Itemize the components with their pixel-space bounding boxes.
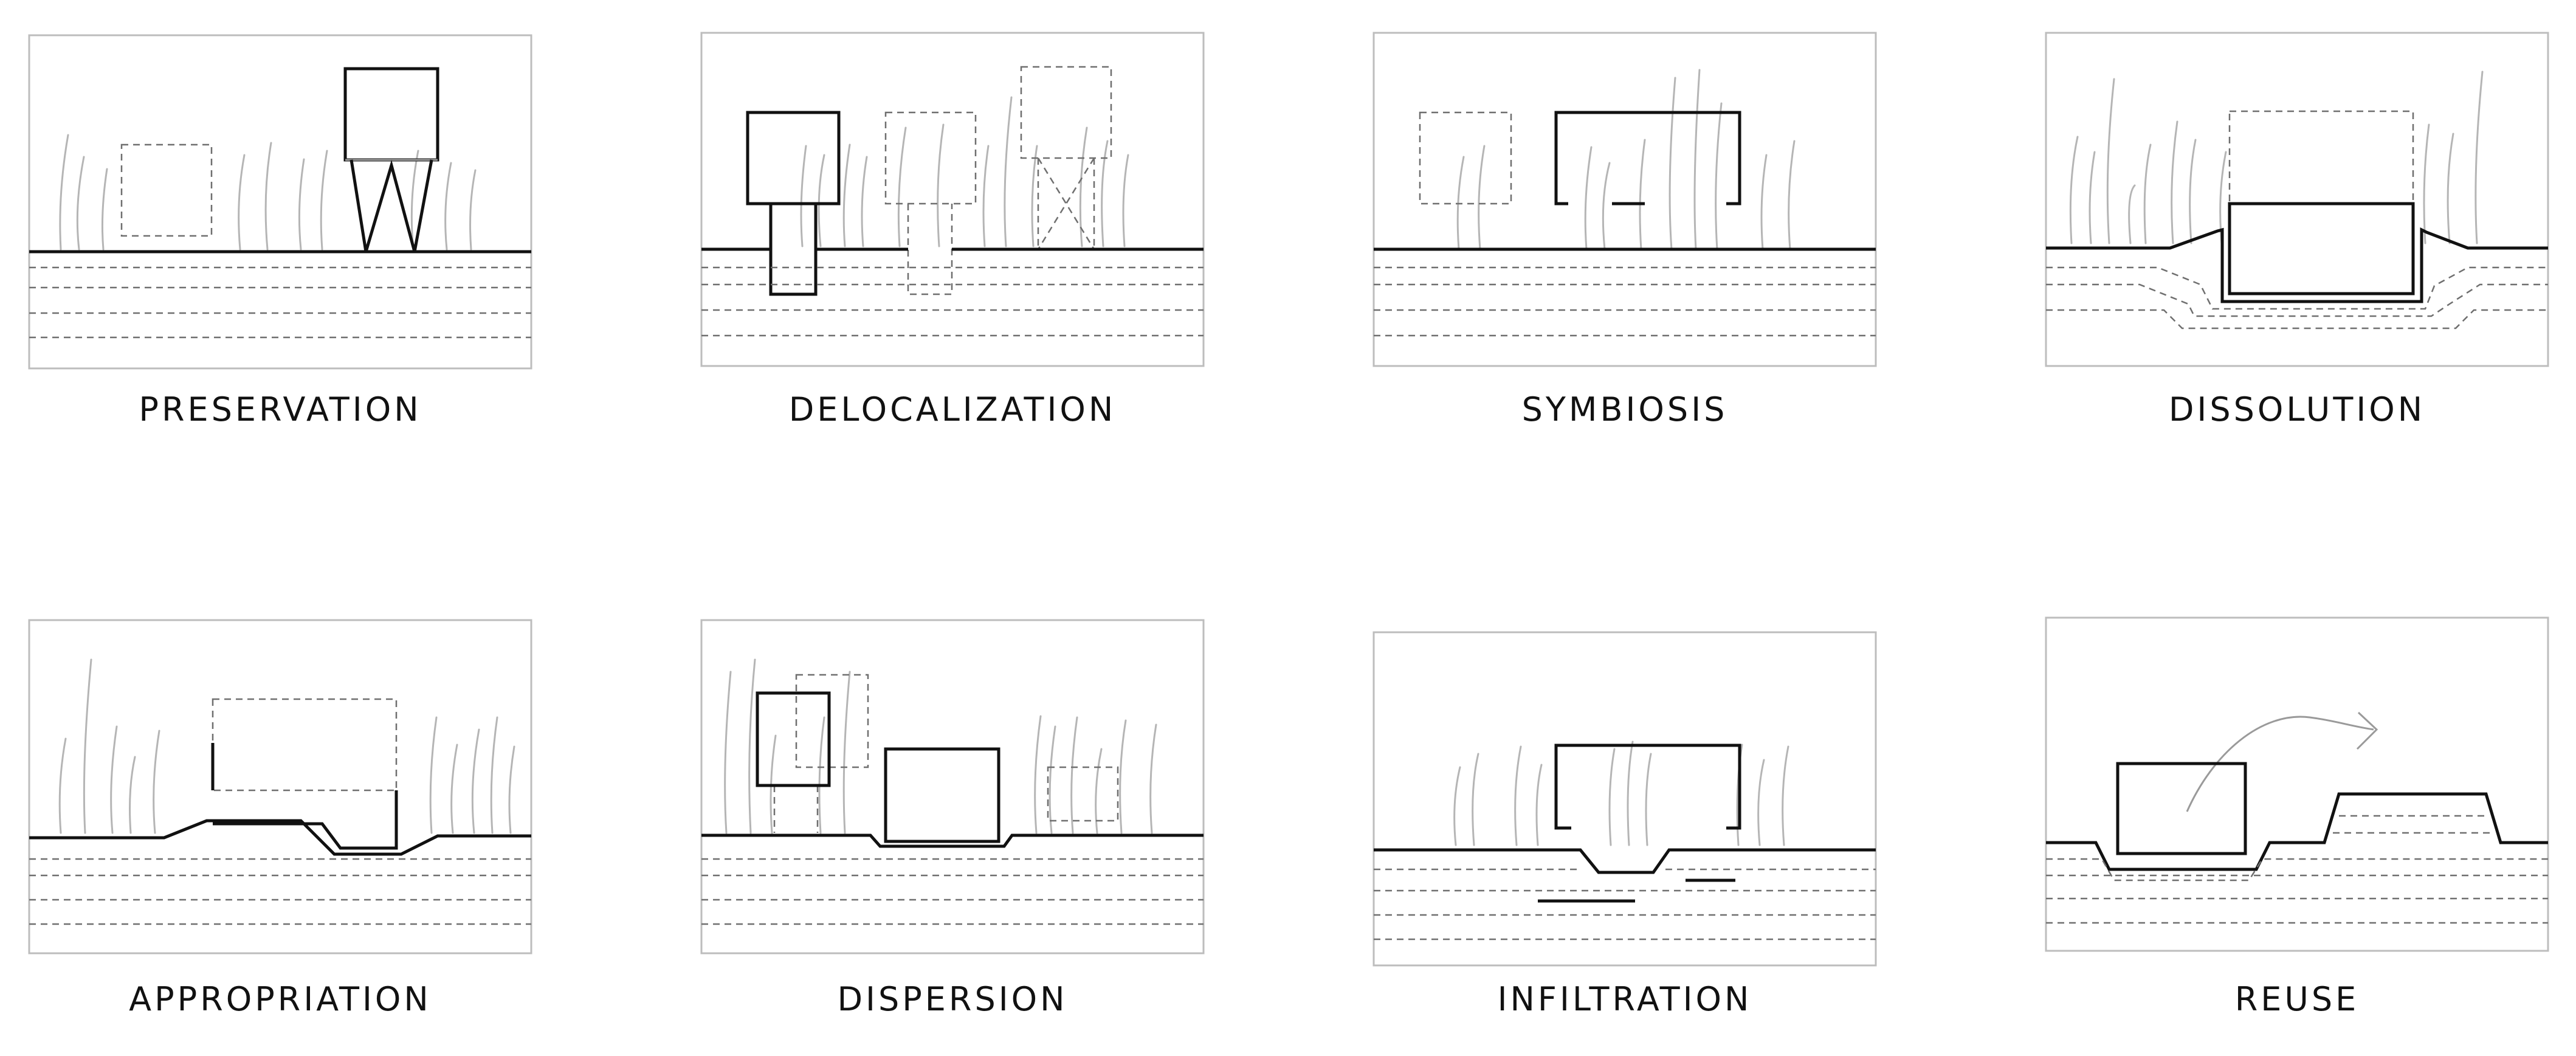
soil-layers — [701, 266, 1204, 337]
panel-label-reuse: REUSE — [2234, 980, 2360, 1018]
open-volume — [1554, 744, 1741, 830]
panel-dispersion — [700, 619, 1205, 954]
occupied-ground — [211, 743, 398, 850]
dispersed-volume-small — [756, 691, 831, 787]
dispersed-volume-large — [884, 747, 1000, 843]
ground-line — [2046, 792, 2548, 871]
grass-lines — [1456, 69, 1796, 250]
ground-line — [701, 833, 1204, 848]
ghost-volume — [884, 111, 977, 205]
ground-line — [1374, 848, 1876, 874]
ghost-volume-upper — [795, 674, 869, 768]
removed-volume — [120, 143, 213, 237]
soil-layers — [2046, 266, 2548, 330]
sunken-volume — [2228, 202, 2415, 295]
panel-reuse — [2045, 616, 2549, 952]
ghost-volume-low — [1047, 766, 1119, 822]
soil-layers — [1374, 266, 1876, 337]
panel-label-infiltration: INFILTRATION — [1497, 980, 1752, 1018]
soil-layers — [2046, 815, 2548, 924]
panel-label-appropriation: APPROPRIATION — [129, 980, 432, 1018]
soil-layers — [29, 858, 531, 925]
soil-layers — [701, 858, 1204, 925]
panel-appropriation — [28, 619, 532, 954]
panel-preservation — [28, 34, 532, 370]
existing-volume — [2116, 762, 2247, 855]
panel-label-dispersion: DISPERSION — [837, 980, 1068, 1018]
panel-infiltration — [1372, 631, 1877, 967]
panel-label-preservation: PRESERVATION — [139, 390, 422, 429]
panel-symbiosis — [1372, 32, 1877, 367]
panel-delocalization — [700, 32, 1205, 367]
panel-label-delocalization: DELOCALIZATION — [788, 390, 1117, 429]
reuse-arrow — [2186, 716, 2374, 812]
grass-lines — [2069, 71, 2484, 244]
ground-line — [29, 819, 531, 856]
panel-frame — [2045, 616, 2549, 952]
panel-frame — [28, 34, 532, 370]
ghost-volume-raised — [1020, 66, 1112, 159]
arrowhead — [2356, 711, 2378, 750]
soil-layers — [29, 266, 531, 339]
excavation — [2046, 227, 2548, 303]
panel-frame — [700, 32, 1205, 367]
grass-lines — [800, 96, 1129, 247]
panel-frame — [1372, 32, 1877, 367]
grass-lines — [58, 658, 515, 834]
soil-layers — [1374, 868, 1876, 940]
panel-dissolution — [2045, 32, 2549, 367]
open-volume — [1554, 111, 1741, 205]
stilts — [350, 159, 433, 252]
panel-frame — [1372, 631, 1877, 967]
panel-label-dissolution: DISSOLUTION — [2168, 390, 2426, 429]
panel-label-symbiosis: SYMBIOSIS — [1521, 390, 1728, 429]
panel-frame — [28, 619, 532, 954]
relocated-volume — [746, 111, 841, 205]
panel-frame — [2045, 32, 2549, 367]
grass-lines — [59, 134, 477, 250]
